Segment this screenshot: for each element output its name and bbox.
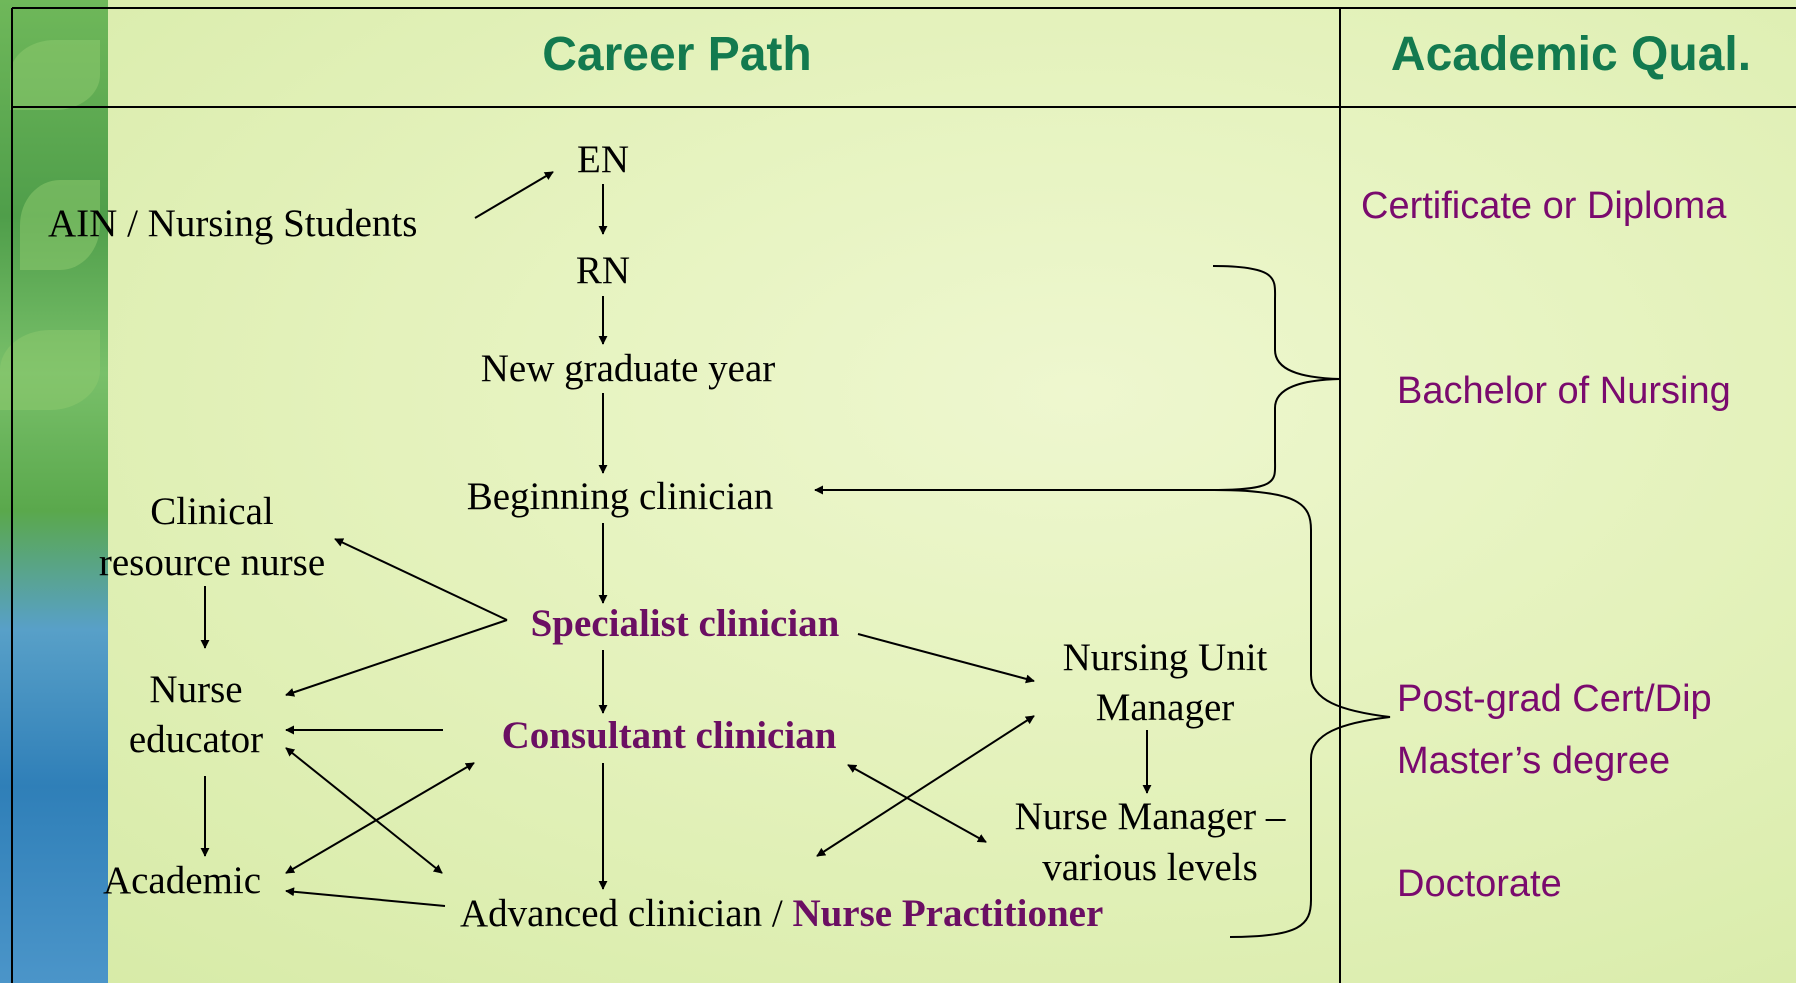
node-specialist-clinician: Specialist clinician bbox=[531, 602, 840, 645]
leaf-decoration bbox=[10, 40, 100, 110]
arrow-nurse-educator-advanced bbox=[285, 747, 443, 874]
leaf-decoration bbox=[0, 330, 100, 410]
node-beginning-clinician: Beginning clinician bbox=[467, 475, 774, 518]
arrow-specialist-to-nursing-unit-manager bbox=[857, 633, 1035, 684]
arrow-consultant-nurse-manager bbox=[847, 764, 987, 843]
leaf-background-strip bbox=[0, 0, 108, 983]
node-nurse-manager-line1: Nurse Manager – bbox=[1015, 795, 1286, 838]
node-rn: RN bbox=[576, 249, 630, 292]
qual-doctorate: Doctorate bbox=[1397, 863, 1562, 905]
node-academic: Academic bbox=[103, 859, 261, 902]
advanced-clinician-label: Advanced clinician / bbox=[460, 892, 792, 935]
node-nursing-unit-manager-line2: Manager bbox=[1096, 686, 1235, 729]
node-nurse-manager-line2: various levels bbox=[1042, 846, 1258, 889]
qual-masters-degree: Master’s degree bbox=[1397, 740, 1670, 782]
brace-postgraduate bbox=[1213, 489, 1391, 938]
qual-certificate-diploma: Certificate or Diploma bbox=[1361, 185, 1727, 227]
node-clinical-resource-nurse-line1: Clinical bbox=[150, 490, 274, 533]
node-ain-nursing-students: AIN / Nursing Students bbox=[48, 202, 417, 245]
node-new-graduate-year: New graduate year bbox=[481, 347, 776, 390]
brace-bachelor-of-nursing bbox=[1212, 265, 1341, 491]
arrows bbox=[200, 171, 1214, 907]
academic-qual-header: Academic Qual. bbox=[1391, 28, 1751, 81]
table-frame bbox=[11, 7, 1796, 983]
arrow-advanced-to-academic bbox=[285, 887, 446, 907]
arrow-specialist-to-clinical-resource bbox=[334, 538, 508, 621]
node-nurse-educator-line2: educator bbox=[129, 718, 263, 761]
leaf-decoration bbox=[20, 180, 100, 270]
qual-postgrad-cert-dip: Post-grad Cert/Dip bbox=[1397, 678, 1712, 720]
node-en: EN bbox=[577, 138, 629, 181]
nurse-practitioner-label: Nurse Practitioner bbox=[792, 892, 1103, 935]
qual-bachelor-nursing: Bachelor of Nursing bbox=[1397, 370, 1731, 412]
arrow-advanced-nursing-unit-manager bbox=[816, 715, 1035, 857]
career-path-header: Career Path bbox=[542, 28, 811, 81]
node-advanced-clinician: Advanced clinician / Nurse Practitioner bbox=[460, 892, 1103, 935]
node-nurse-educator-line1: Nurse bbox=[149, 668, 242, 711]
arrow-specialist-to-nurse-educator bbox=[285, 619, 508, 697]
node-clinical-resource-nurse-line2: resource nurse bbox=[99, 541, 325, 584]
node-consultant-clinician: Consultant clinician bbox=[502, 714, 837, 757]
node-nursing-unit-manager-line1: Nursing Unit bbox=[1063, 636, 1268, 679]
arrow-academic-consultant bbox=[285, 762, 475, 874]
arrow-ain-to-en bbox=[474, 171, 554, 219]
